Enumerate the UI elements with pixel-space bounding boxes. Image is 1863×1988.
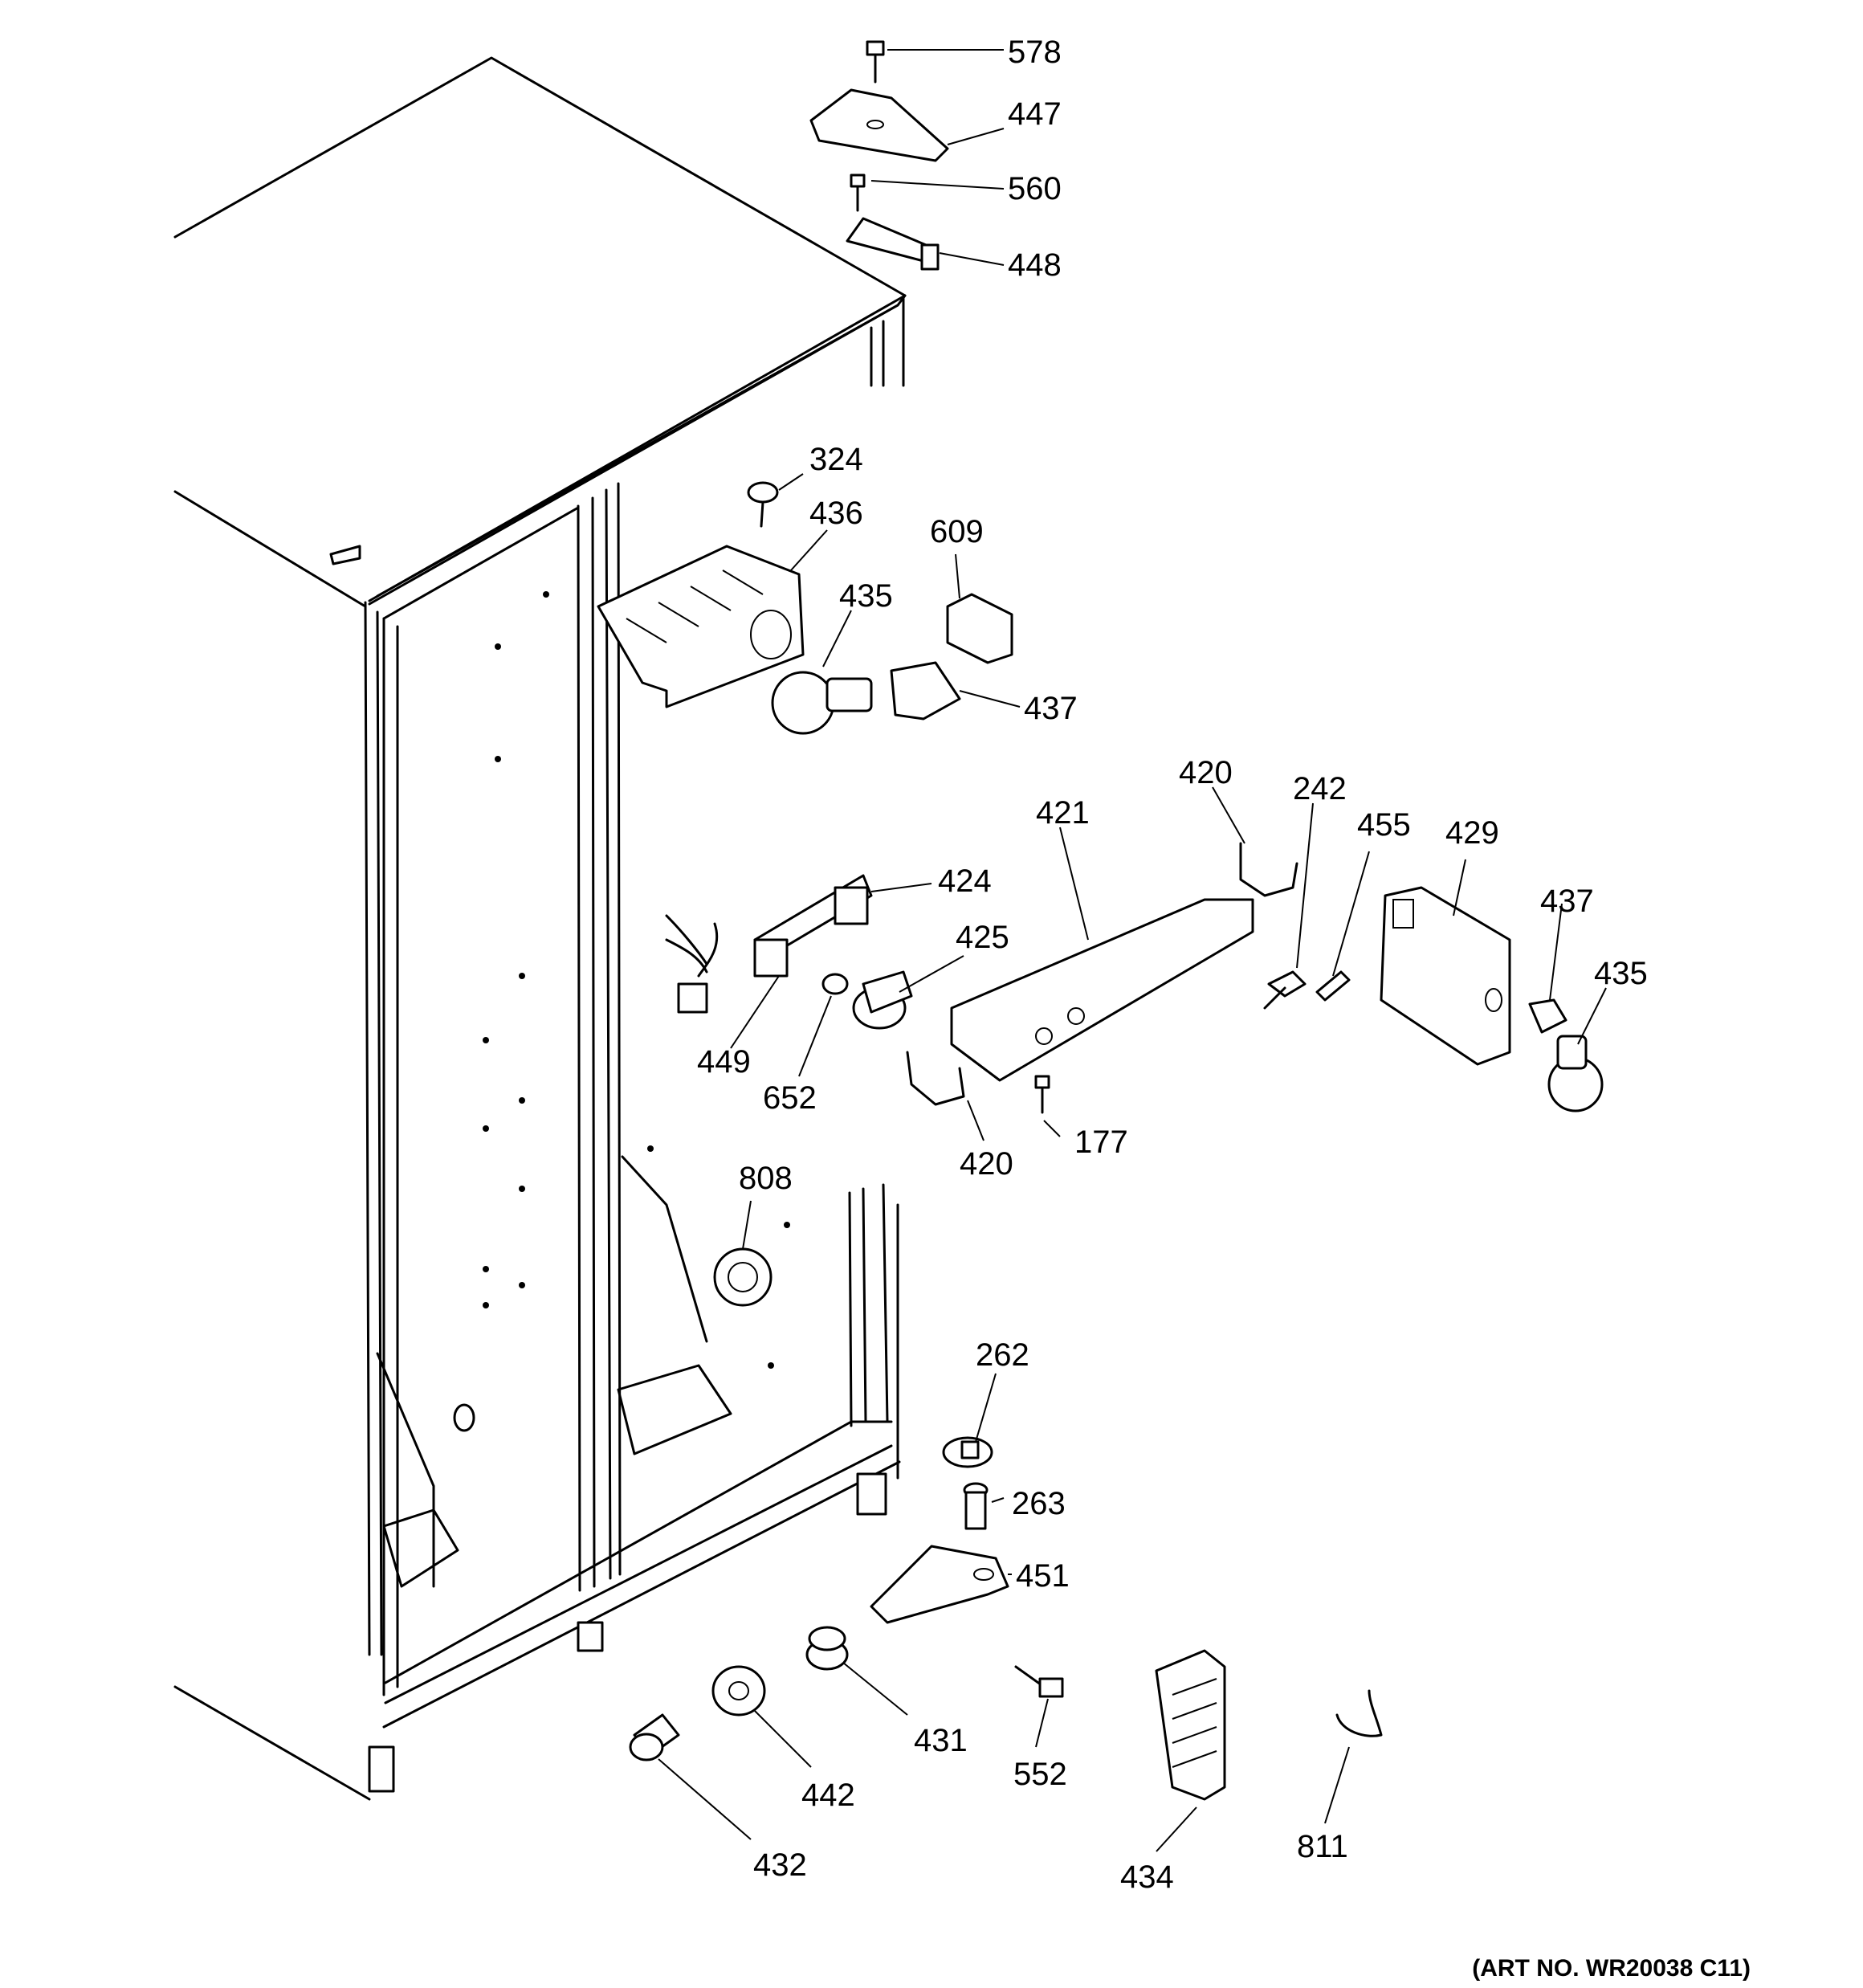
part-811-clamp <box>1335 1689 1383 1737</box>
part-431-bushing <box>805 1626 849 1671</box>
callout-552: 552 <box>1013 1757 1067 1792</box>
callout-437-lower: 437 <box>1540 884 1594 919</box>
callout-431: 431 <box>914 1723 968 1758</box>
callout-455: 455 <box>1357 807 1411 843</box>
part-420-clip-lower <box>906 1051 965 1106</box>
callout-242: 242 <box>1293 771 1347 806</box>
part-242-thermistor <box>1263 970 1307 1010</box>
part-437-light-socket-right <box>1528 998 1567 1034</box>
leader-lines <box>658 49 1607 1852</box>
callout-262: 262 <box>976 1337 1029 1373</box>
callout-420-lower: 420 <box>960 1146 1013 1182</box>
part-447-hinge-cover <box>809 88 949 162</box>
callout-811: 811 <box>1297 1829 1348 1864</box>
callout-263: 263 <box>1012 1486 1066 1521</box>
part-424-control-assembly <box>665 874 873 1014</box>
part-451-bottom-hinge <box>870 1545 1009 1624</box>
callout-447: 447 <box>1008 96 1062 132</box>
callout-436: 436 <box>809 496 863 531</box>
part-578-screw <box>866 40 885 84</box>
part-652-sleeve <box>821 973 849 995</box>
part-560-screw <box>850 173 866 212</box>
callout-449: 449 <box>697 1044 751 1080</box>
refrigerator-cabinet <box>173 56 907 1801</box>
callout-324: 324 <box>809 442 863 477</box>
callout-652: 652 <box>763 1080 817 1116</box>
part-448-top-hinge <box>846 217 940 271</box>
part-435-light-bulb-right <box>1547 1035 1604 1112</box>
art-number: (ART NO. WR20038 C11) <box>1472 1955 1751 1982</box>
callout-435-lower: 435 <box>1594 956 1648 991</box>
part-420-clip-upper <box>1239 842 1298 897</box>
part-442-washer <box>711 1665 766 1717</box>
part-435-light-bulb <box>771 671 873 735</box>
callout-451: 451 <box>1016 1558 1070 1594</box>
part-262-cam <box>942 1436 993 1468</box>
callout-437-upper: 437 <box>1024 691 1078 726</box>
callout-578: 578 <box>1008 35 1062 70</box>
part-324-screw <box>747 481 779 528</box>
part-437-light-socket <box>890 661 961 720</box>
callout-labels: 578 447 560 448 324 436 609 435 437 420 … <box>697 35 1648 1895</box>
callout-420-upper: 420 <box>1179 755 1233 790</box>
callout-434: 434 <box>1120 1859 1174 1895</box>
callout-560: 560 <box>1008 171 1062 206</box>
callout-448: 448 <box>1008 247 1062 283</box>
callout-435-upper: 435 <box>839 578 893 614</box>
callout-177: 177 <box>1074 1125 1128 1160</box>
callout-425: 425 <box>956 920 1009 955</box>
part-609-switch <box>946 593 1013 664</box>
part-425-knob <box>852 970 913 1030</box>
part-552-screw <box>1014 1665 1064 1698</box>
part-434-grille <box>1155 1649 1226 1801</box>
callout-609: 609 <box>930 514 984 549</box>
part-432-bushing <box>629 1713 680 1761</box>
part-177-screw <box>1034 1075 1050 1114</box>
callout-808: 808 <box>739 1161 793 1196</box>
part-429-control-box <box>1380 886 1511 1066</box>
callout-442: 442 <box>801 1778 855 1813</box>
callout-424: 424 <box>938 863 992 899</box>
callout-421: 421 <box>1036 795 1090 831</box>
callout-432: 432 <box>753 1847 807 1883</box>
part-455-connector <box>1315 970 1351 1002</box>
part-263-hinge-pin <box>963 1482 989 1530</box>
part-436-light-shield <box>597 545 805 708</box>
part-808-plug <box>713 1247 773 1307</box>
part-421-control-housing <box>950 898 1254 1082</box>
callout-429: 429 <box>1445 815 1499 851</box>
